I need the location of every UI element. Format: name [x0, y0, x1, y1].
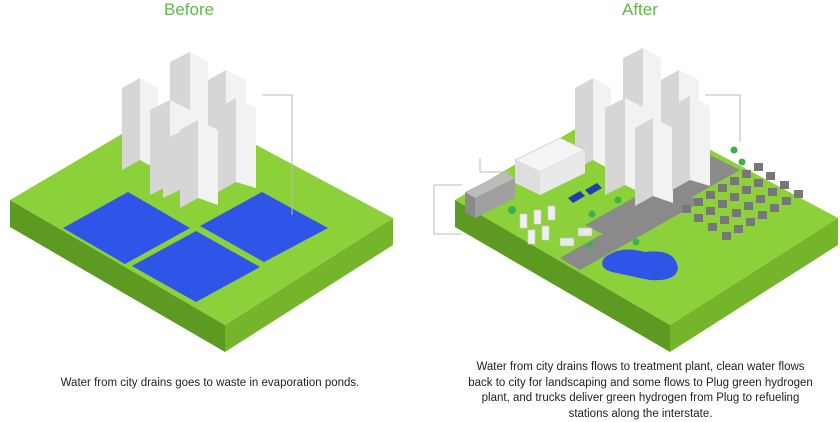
- evaporation-pond: [200, 192, 328, 262]
- after-platform-side-left: [455, 200, 670, 352]
- after-caption: Water from city drains flows to treatmen…: [468, 361, 813, 420]
- before-caption: Water from city drains goes to waste in …: [60, 377, 360, 389]
- after-callout-line: [705, 94, 741, 142]
- evaporation-pond: [63, 192, 190, 264]
- before-platform-top: [10, 102, 393, 325]
- before-heading: Before: [164, 0, 215, 19]
- after-heading: After: [622, 0, 658, 19]
- pond: [602, 249, 678, 281]
- before-callout-line: [262, 94, 293, 215]
- solar-panels: [568, 183, 602, 203]
- evaporation-pond: [132, 231, 260, 302]
- before-platform-side-left: [10, 200, 225, 352]
- trucks: [559, 227, 593, 247]
- after-callout-line: [479, 158, 510, 173]
- houses: [682, 163, 803, 240]
- before-platform-side-right: [225, 218, 393, 352]
- before-city-buildings: [122, 52, 256, 208]
- after-callout-line: [433, 185, 462, 235]
- trees: [508, 146, 746, 248]
- after-platform-side-right: [670, 218, 838, 352]
- after-scene: [433, 48, 838, 352]
- treatment-plant: [465, 137, 586, 218]
- refueling-stations: [519, 205, 556, 245]
- after-city-buildings: [575, 48, 710, 206]
- road: [560, 190, 700, 270]
- before-scene: [10, 52, 393, 352]
